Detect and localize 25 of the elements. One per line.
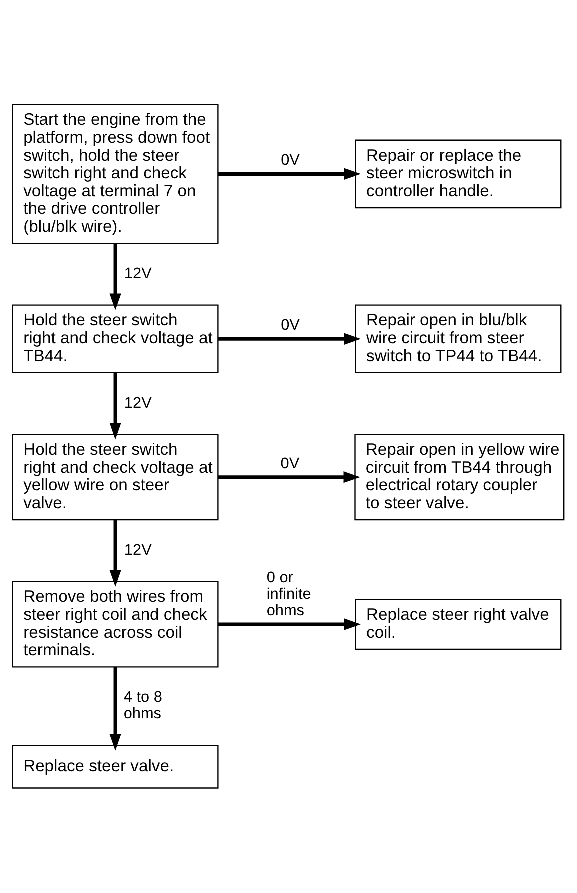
arrow bbox=[110, 667, 122, 751]
arrow bbox=[110, 520, 122, 587]
arrow bbox=[218, 333, 362, 345]
node-box: Repair open in yellow wire circuit from TB44 through electrical rotary coupler to steer valve. bbox=[354, 434, 565, 521]
node-box: Hold the steer switch right and check voltage at yellow wire on steer valve. bbox=[12, 434, 219, 521]
edge-label: 12V bbox=[124, 542, 152, 559]
arrow bbox=[218, 472, 360, 484]
edge-label: 12V bbox=[124, 265, 152, 282]
edge-label: 0V bbox=[280, 455, 300, 472]
node-box: Hold the steer switch right and check voltage at TB44. bbox=[12, 304, 219, 374]
arrow bbox=[218, 618, 362, 630]
node-box: Start the engine from the platform, press down foot switch, hold the steer switch right and check voltage at terminal 7 on the drive controller (blu/blk wire). bbox=[12, 104, 219, 244]
node-box: Replace steer right valve coil. bbox=[355, 598, 562, 650]
edge-label: 0V bbox=[281, 317, 300, 334]
arrow bbox=[110, 244, 122, 310]
node-box: Replace steer valve. bbox=[12, 744, 219, 789]
node-box: Remove both wires from steer right coil and check resistance across coil terminals. bbox=[12, 581, 219, 668]
edge-label: 0 or infinite ohms bbox=[266, 569, 312, 620]
edge-label: 12V bbox=[124, 394, 152, 412]
arrow bbox=[110, 373, 122, 440]
edge-label: 4 to 8 ohms bbox=[124, 689, 162, 723]
edge-label: 0V bbox=[281, 152, 300, 170]
node-box: Repair open in blu/blk wire circuit from steer switch to TP44 to TB44. bbox=[355, 304, 562, 374]
arrow bbox=[218, 168, 362, 180]
node-box: Repair or replace the steer microswitch in controller handle. bbox=[355, 140, 562, 209]
